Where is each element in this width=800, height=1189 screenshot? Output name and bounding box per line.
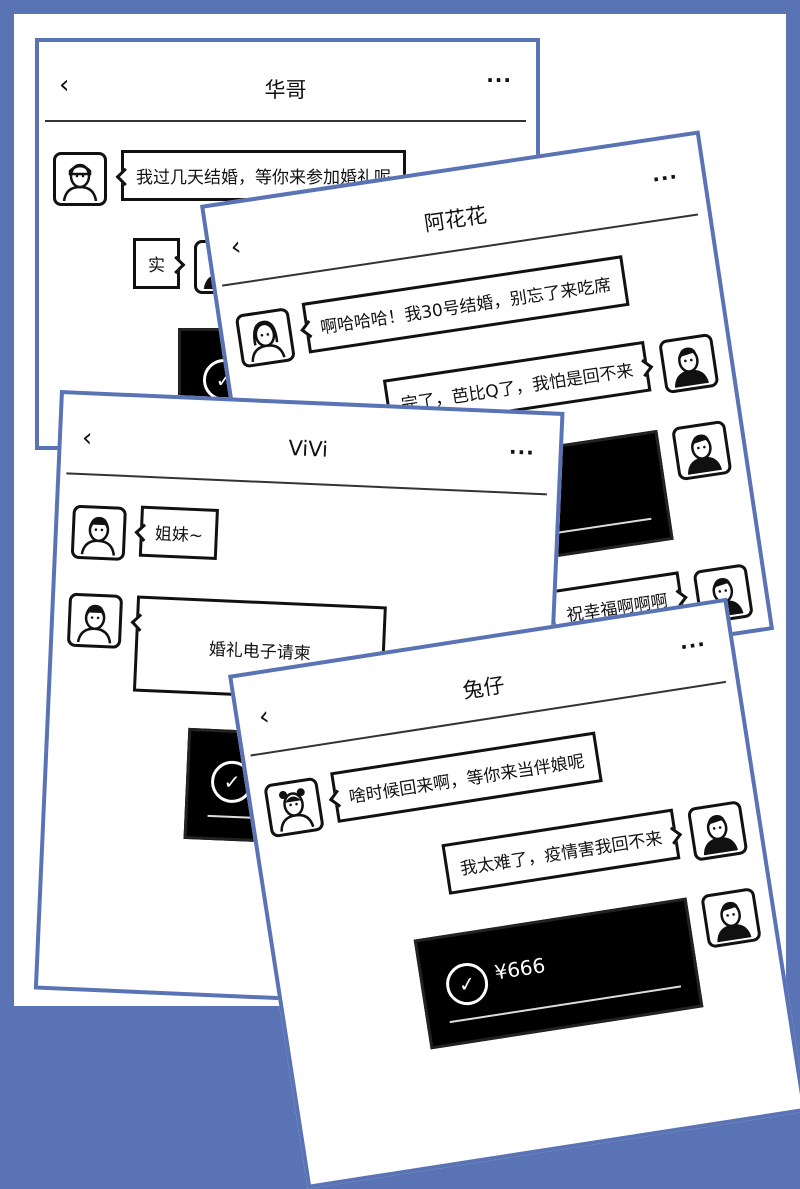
message-list: 啥时候回来啊，等你来当伴娘呢我太难了，疫情害我回不来✓¥666 xyxy=(245,681,785,1070)
money-transfer-message[interactable]: ✓¥666 xyxy=(413,897,704,1050)
more-options-icon[interactable]: ··· xyxy=(486,68,512,92)
more-options-icon[interactable]: ··· xyxy=(650,164,680,192)
message-bubble: 姐妹~ xyxy=(138,505,220,561)
avatar[interactable] xyxy=(686,800,749,862)
message-row: 婚礼电子请柬 xyxy=(65,592,538,709)
more-options-icon[interactable]: ··· xyxy=(508,439,536,465)
back-chevron-icon[interactable]: ‹ xyxy=(59,70,70,100)
message-row: 啊哈哈哈！我30号结婚，别忘了来吃席 xyxy=(234,246,707,369)
check-circle-icon: ✓ xyxy=(443,960,492,1009)
message-row: 我太难了，疫情害我回不来 xyxy=(277,800,749,925)
transfer-amount: ¥666 xyxy=(492,953,547,985)
message-bubble: 实 xyxy=(133,238,180,289)
avatar[interactable] xyxy=(658,332,720,395)
message-row: 姐妹~ xyxy=(70,504,542,579)
message-row: 完了，芭比Q了，我怕是回不来 xyxy=(248,332,720,456)
chat-title: 华哥 xyxy=(264,78,307,102)
message-bubble: 我太难了，疫情害我回不来 xyxy=(441,808,681,895)
message-row: ✓¥666 xyxy=(290,887,770,1068)
avatar[interactable] xyxy=(263,776,325,839)
message-row: ✓ xyxy=(261,419,741,599)
chat-title: ViVi xyxy=(287,436,329,462)
avatar[interactable] xyxy=(700,887,762,949)
avatar[interactable] xyxy=(70,504,127,561)
more-options-icon[interactable]: ··· xyxy=(678,631,708,660)
chat-screen: ‹兔仔···啥时候回来啊，等你来当伴娘呢我太难了，疫情害我回不来✓¥666 xyxy=(228,597,800,1189)
chat-header: ‹ 华哥 ··· xyxy=(45,42,526,122)
avatar[interactable] xyxy=(66,592,124,649)
message-bubble: 啊哈哈哈！我30号结婚，别忘了来吃席 xyxy=(301,255,630,354)
avatar[interactable] xyxy=(671,419,733,482)
message-row: 啥时候回来啊，等你来当伴娘呢 xyxy=(263,713,735,839)
message-bubble: 啥时候回来啊，等你来当伴娘呢 xyxy=(330,731,603,823)
avatar[interactable] xyxy=(234,307,297,369)
avatar[interactable] xyxy=(53,152,107,206)
